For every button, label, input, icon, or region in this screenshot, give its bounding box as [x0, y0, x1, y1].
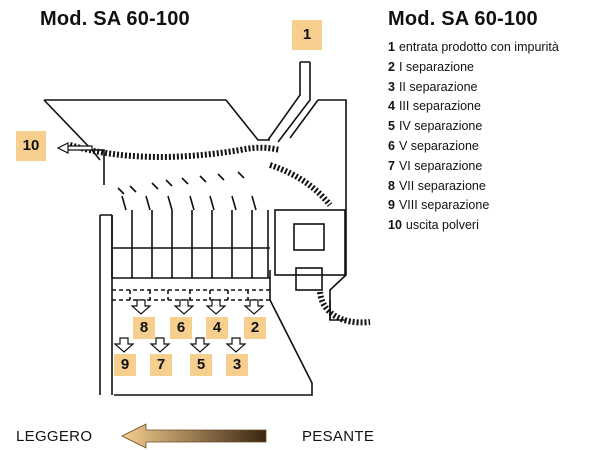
separation-floor	[112, 247, 270, 279]
light-label: LEGGERO	[16, 428, 93, 445]
fan-rotor	[293, 223, 325, 251]
outlet-label-8: 8	[133, 317, 155, 339]
diagram-title: Mod. SA 60-100	[40, 8, 190, 30]
legend-title: Mod. SA 60-100	[388, 8, 538, 30]
outlet-label-2: 2	[244, 317, 266, 339]
left-outlet-tube	[99, 214, 113, 395]
separation-channels	[112, 289, 270, 301]
outlet-label-5: 5	[190, 354, 212, 376]
outlet-label-3: 3	[226, 354, 248, 376]
inlet-hopper	[225, 99, 319, 141]
dust-outlet-arrow	[56, 142, 93, 154]
outlet-label-4: 4	[206, 317, 228, 339]
inlet-label: 1	[292, 20, 322, 50]
outlet-label-7: 7	[150, 354, 172, 376]
dust-outlet-label: 10	[16, 131, 46, 161]
machine-casing	[44, 99, 347, 321]
outlet-arrows	[113, 299, 265, 353]
fan-housing	[274, 209, 346, 276]
separation-flaps	[121, 195, 257, 211]
heavy-label: PESANTE	[302, 428, 375, 445]
light-heavy-scale-arrow	[121, 423, 267, 449]
outlet-label-9: 9	[114, 354, 136, 376]
inlet-funnel	[267, 61, 311, 143]
airflow-beads	[69, 142, 371, 326]
outlet-label-6: 6	[170, 317, 192, 339]
separation-columns	[111, 210, 269, 278]
motor-block	[295, 267, 323, 291]
machine-roof	[43, 99, 105, 185]
flow-arrows	[117, 171, 245, 195]
